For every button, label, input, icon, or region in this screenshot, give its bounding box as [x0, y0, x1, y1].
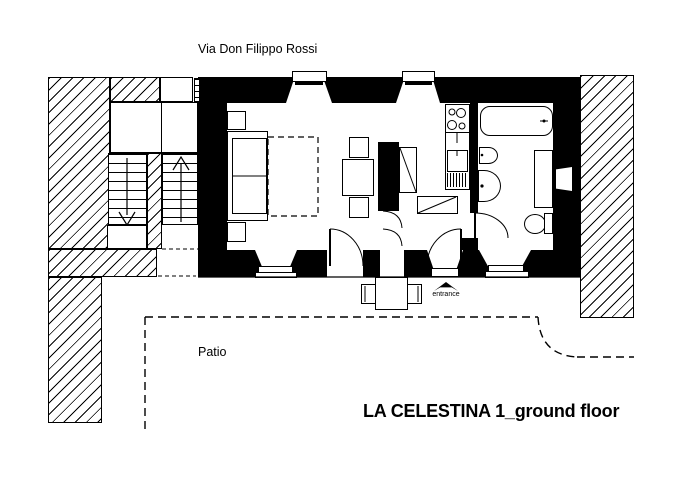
bathtub — [480, 106, 553, 136]
neighbor-hatch-right — [580, 75, 634, 318]
window-top-1-sash — [295, 81, 323, 85]
neighbor-hatch-left-lower — [48, 277, 102, 423]
door-bifold-arcs — [383, 211, 402, 246]
stair-divider-hatch — [147, 153, 162, 249]
toilet-bowl — [524, 214, 546, 234]
chair-north — [349, 137, 369, 158]
door-bifold-opening — [380, 250, 404, 277]
door-bath-swing-arc — [475, 213, 508, 238]
door-entrance-threshold — [431, 268, 459, 277]
door-living-opening — [327, 250, 363, 277]
window-bottom-bath-splay — [479, 250, 531, 266]
cabinet-diagonal-2 — [417, 196, 458, 214]
stair-flight-down — [108, 153, 147, 225]
wall-right-niche — [556, 167, 572, 191]
sofa-bed-dashed-outline — [268, 137, 318, 216]
patio-chair-left — [361, 284, 376, 304]
wall-kitchen-bath — [470, 103, 478, 213]
neighbor-hatch-left-mid — [48, 249, 157, 277]
stair-flight-up — [162, 153, 198, 225]
plan-title: LA CELESTINA 1_ground floor — [363, 401, 620, 421]
toilet-tank — [544, 213, 553, 234]
window-bottom-living-sill-outer — [255, 272, 297, 278]
entrance-arrow-icon — [434, 282, 458, 291]
sofa-seat — [232, 138, 267, 214]
wall-bath-door-stub — [460, 238, 478, 250]
entrance-label: entrance — [432, 291, 460, 298]
stair-landing-divider — [161, 103, 162, 152]
street-label: Via Don Filippo Rossi — [198, 42, 318, 56]
side-table-top — [227, 111, 246, 130]
stair-landing-middle — [110, 102, 198, 153]
kitchen-stove — [445, 104, 470, 133]
window-bottom-bath-sill-outer — [485, 271, 529, 278]
window-bottom-living-splay — [255, 250, 297, 267]
sofa — [227, 131, 268, 221]
bath-cabinet — [534, 150, 553, 208]
dining-table — [342, 159, 374, 196]
stair-window — [194, 78, 200, 102]
partition-block — [378, 142, 399, 211]
stair-landing-bottom — [107, 225, 147, 249]
wall-left — [198, 77, 227, 277]
kitchen-sink — [447, 150, 468, 172]
patio-label: Patio — [198, 345, 227, 359]
stair-landing-top — [160, 77, 193, 102]
bidet — [479, 147, 498, 164]
patio-chair-right — [407, 284, 422, 304]
patio-table — [375, 277, 408, 310]
side-table-bottom — [227, 222, 246, 242]
wall-top — [198, 77, 580, 103]
kitchen-drainboard — [447, 173, 468, 187]
washbasin — [478, 170, 501, 202]
chair-south — [349, 197, 369, 218]
wardrobe-diagonal-1 — [399, 147, 417, 193]
window-top-2-sash — [405, 81, 432, 85]
neighbor-hatch-left-upper — [48, 77, 110, 249]
neighbor-hatch-left-top — [110, 77, 160, 102]
